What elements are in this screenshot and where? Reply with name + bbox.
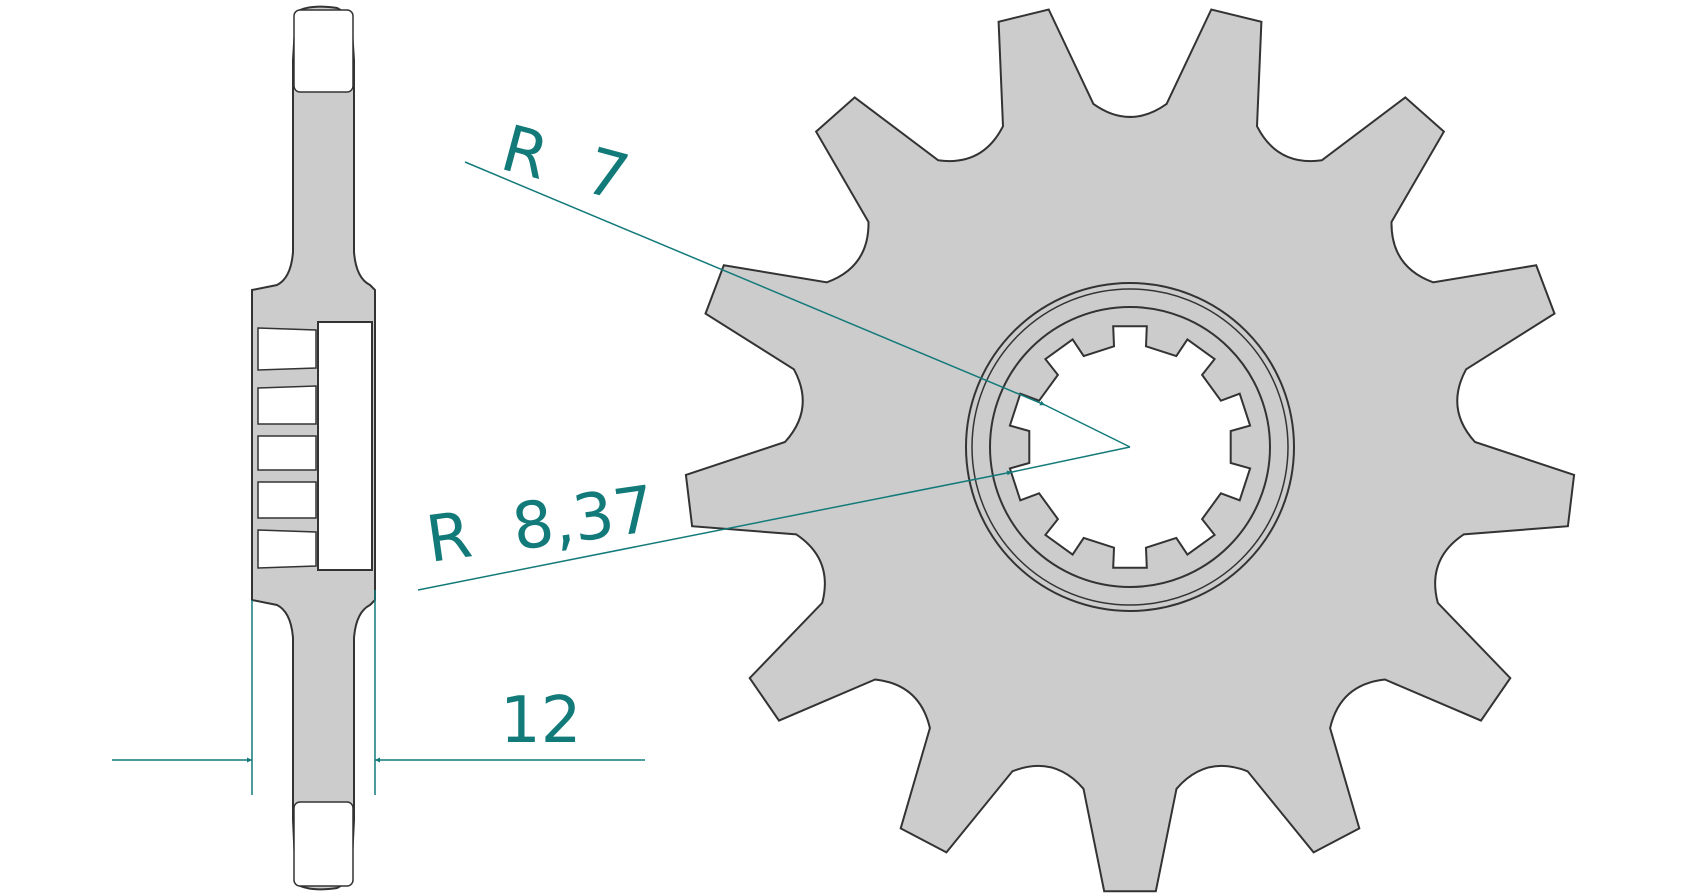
- radius-inner-label: R 7: [494, 112, 636, 216]
- radius-dimensions: [417, 161, 1131, 591]
- side-view: [251, 5, 376, 891]
- front-view: [684, 8, 1576, 893]
- side-view-tooth-tip-top: [293, 9, 354, 93]
- hub-ring-inner: [971, 288, 1289, 606]
- hub-ring-outer: [965, 282, 1295, 612]
- r7-radius-line: [1044, 404, 1131, 448]
- r837-radius-line: [1011, 446, 1131, 473]
- side-view-tooth-tip-bottom: [293, 801, 354, 887]
- thickness-label: 12: [500, 684, 581, 758]
- r837-leader: [417, 470, 1013, 591]
- side-view-hub: [317, 321, 373, 571]
- side-view-splines: [257, 327, 317, 569]
- thickness-dimension: [112, 590, 645, 795]
- hub-boss: [989, 306, 1271, 588]
- r7-leader: [464, 161, 1046, 406]
- radius-outer-label: R 8,37: [422, 473, 659, 578]
